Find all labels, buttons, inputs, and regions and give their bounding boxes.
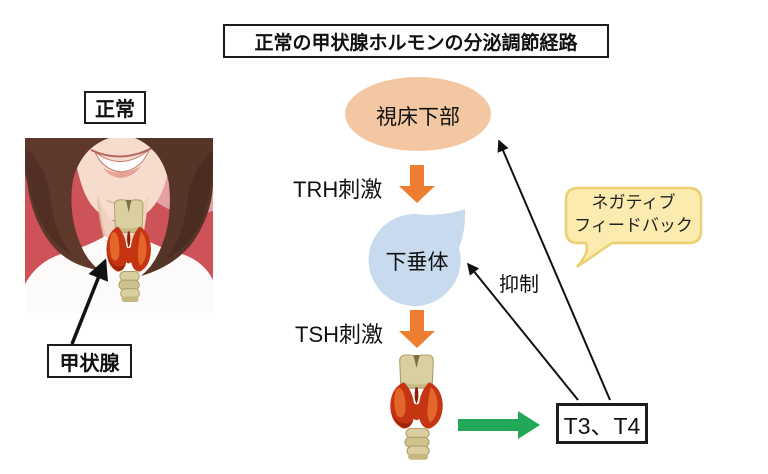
callout-line-2: フィードバック: [574, 216, 693, 236]
patient-photo: [25, 138, 213, 313]
hair-left: [25, 138, 109, 270]
feedback-arrow-to-hypothalamus: [497, 139, 611, 401]
normal-label: 正常: [84, 91, 146, 124]
hypothalamus-label: 視床下部: [376, 106, 460, 129]
callout-line-1: ネガティブ: [591, 193, 676, 212]
pituitary-label: 下垂体: [385, 251, 449, 274]
feedback-arrow-to-pituitary: [466, 262, 579, 401]
negative-feedback-callout: ネガティブ フィードバック: [566, 191, 701, 238]
tsh-arrow: [399, 310, 435, 348]
thyroid-pointer-arrow: [70, 258, 109, 345]
callout-bubble: [564, 186, 703, 269]
pituitary-shape: [368, 209, 466, 307]
diagram-title: 正常の甲状腺ホルモンの分泌調節経路: [223, 24, 609, 58]
hypothalamus-ellipse: [345, 77, 491, 151]
smile-teeth: [94, 148, 151, 173]
inhibition-label: 抑制: [499, 274, 539, 296]
tsh-stimulation-label: TSH刺激: [295, 322, 384, 347]
secretion-arrow: [458, 411, 540, 439]
thyroid-label: 甲状腺: [47, 344, 132, 378]
t3-t4-box: T3、T4: [556, 403, 648, 444]
hair-right: [135, 138, 213, 276]
trh-stimulation-label: TRH刺激: [293, 177, 383, 202]
trh-arrow: [399, 165, 435, 203]
thyroid-illustration-main: [389, 354, 444, 461]
